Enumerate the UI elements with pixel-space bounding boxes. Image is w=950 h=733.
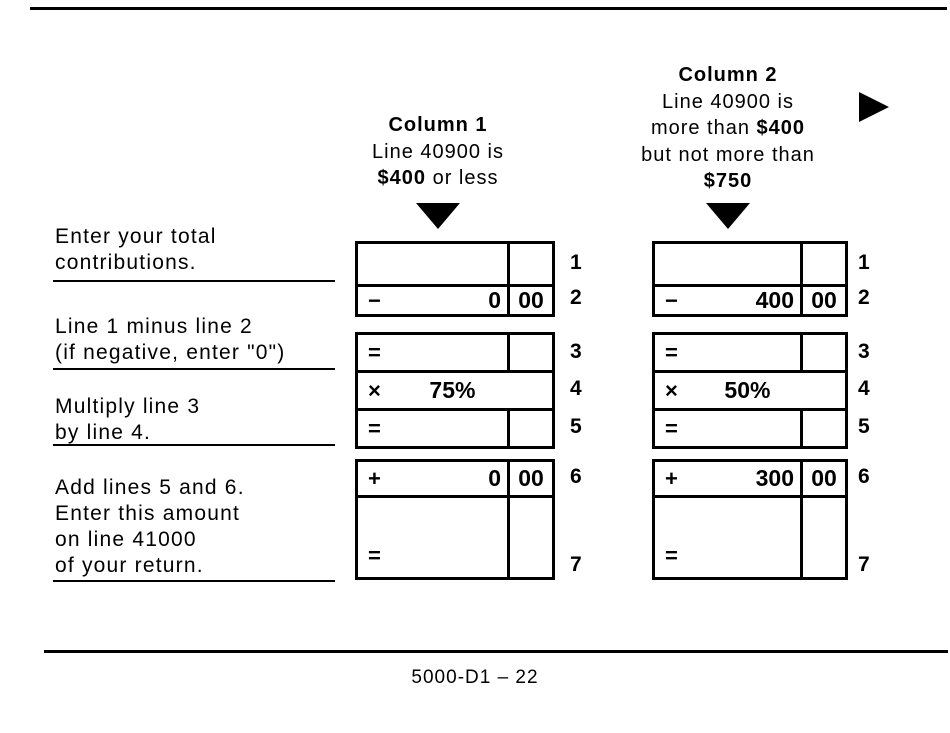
col2-line-number-6: 6 <box>858 465 870 488</box>
col2-row6-cents-field: 00 <box>800 462 845 495</box>
col1-line-number-1: 1 <box>570 251 582 274</box>
col2-row7-dollars-field: = <box>655 498 800 577</box>
col2-row2-cents-field: 00 <box>800 287 845 314</box>
col1-row5-cents-field <box>507 411 552 446</box>
equals-operator: = <box>665 415 678 441</box>
column2-condition-line2: more than $400 <box>650 117 806 139</box>
col1-row3-cents-field <box>507 335 552 370</box>
col1-box-rows-3-5: = ×75% = <box>355 332 555 449</box>
label-line1-minus-line2: Line 1 minus line 2 (if negative, enter … <box>55 315 286 364</box>
col2-row1 <box>655 244 845 284</box>
col1-row2-dollars-field: −0 <box>358 287 507 314</box>
label-multiply: Multiply line 3 by line 4. <box>55 395 201 444</box>
col2-row6-dollars-field: +300 <box>655 462 800 495</box>
equals-operator: = <box>368 543 381 568</box>
col2-line-number-5: 5 <box>858 415 870 438</box>
equals-operator: = <box>665 543 678 568</box>
label-divider-3 <box>53 444 335 446</box>
column1-condition-line2: $400 or less <box>377 167 499 189</box>
col1-row7-cents-field <box>507 498 552 577</box>
col2-box-rows-6-7: +300 00 = <box>652 459 848 580</box>
multiply-operator: × <box>368 377 381 403</box>
column2-header: Column 2 Line 40900 is more than $400 bu… <box>608 62 848 195</box>
col2-row3-dollars-field: = <box>655 335 800 370</box>
col1-row2: −0 00 <box>358 284 552 314</box>
col2-row2-dollars-field: −400 <box>655 287 800 314</box>
col2-line-number-1: 1 <box>858 251 870 274</box>
col2-row1-dollars-field <box>655 244 800 284</box>
col1-box-rows-6-7: +0 00 = <box>355 459 555 580</box>
plus-operator: + <box>368 465 381 491</box>
col1-row6-cents-field: 00 <box>507 462 552 495</box>
column2-title: Column 2 <box>678 64 778 86</box>
col1-row4: ×75% <box>358 370 552 408</box>
column1-down-arrow-icon <box>416 203 460 229</box>
minus-operator: − <box>665 287 678 313</box>
col1-row5-dollars-field: = <box>358 411 507 446</box>
equals-operator: = <box>368 415 381 441</box>
label-divider-1 <box>53 280 335 282</box>
col1-row6: +0 00 <box>358 462 552 495</box>
col1-line-number-5: 5 <box>570 415 582 438</box>
column2-condition-line4: $750 <box>703 170 753 192</box>
column1-condition-line1: Line 40900 is <box>372 140 504 163</box>
col2-row2: −400 00 <box>655 284 845 314</box>
col2-row6: +300 00 <box>655 462 845 495</box>
col1-row5: = <box>358 408 552 446</box>
col2-row5-dollars-field: = <box>655 411 800 446</box>
minus-operator: − <box>368 287 381 313</box>
col2-line-number-3: 3 <box>858 340 870 363</box>
col1-row7: = <box>358 495 552 577</box>
col2-row3: = <box>655 335 845 370</box>
col2-row5-cents-field <box>800 411 845 446</box>
col1-line-number-4: 4 <box>570 377 582 400</box>
col2-box-rows-1-2: −400 00 <box>652 241 848 317</box>
col2-box-rows-3-5: = ×50% = <box>652 332 848 449</box>
col2-line-number-4: 4 <box>858 377 870 400</box>
col1-box-rows-1-2: −0 00 <box>355 241 555 317</box>
col1-row3: = <box>358 335 552 370</box>
col2-row3-cents-field <box>800 335 845 370</box>
bottom-rule <box>44 650 948 653</box>
continue-right-arrow-icon <box>859 92 889 122</box>
label-enter-contributions: Enter your total contributions. <box>55 225 217 274</box>
col2-row4-rate-field: ×50% <box>655 373 845 408</box>
page-footer: 5000-D1 – 22 <box>411 667 539 688</box>
col2-line-number-2: 2 <box>858 286 870 309</box>
col1-row1-dollars-field <box>358 244 507 284</box>
col1-row3-dollars-field: = <box>358 335 507 370</box>
equals-operator: = <box>665 339 678 365</box>
column2-condition-line1: Line 40900 is <box>662 90 794 113</box>
col2-row4: ×50% <box>655 370 845 408</box>
column1-title: Column 1 <box>388 114 488 136</box>
col2-row5: = <box>655 408 845 446</box>
top-rule <box>30 7 947 10</box>
col2-row7-cents-field <box>800 498 845 577</box>
column1-header: Column 1 Line 40900 is $400 or less <box>338 112 538 192</box>
col1-row1 <box>358 244 552 284</box>
col1-row2-cents-field: 00 <box>507 287 552 314</box>
equals-operator: = <box>368 339 381 365</box>
col1-row1-cents-field <box>507 244 552 284</box>
col1-line-number-7: 7 <box>570 553 582 576</box>
col2-line-number-7: 7 <box>858 553 870 576</box>
col2-row7: = <box>655 495 845 577</box>
col1-line-number-3: 3 <box>570 340 582 363</box>
col1-line-number-2: 2 <box>570 286 582 309</box>
col1-row4-rate-field: ×75% <box>358 373 552 408</box>
label-add-lines: Add lines 5 and 6. Enter this amount on … <box>55 476 245 577</box>
col1-row6-dollars-field: +0 <box>358 462 507 495</box>
label-divider-2 <box>53 368 335 370</box>
label-divider-4 <box>53 580 335 582</box>
col1-row7-dollars-field: = <box>358 498 507 577</box>
multiply-operator: × <box>665 377 678 403</box>
col2-row1-cents-field <box>800 244 845 284</box>
plus-operator: + <box>665 465 678 491</box>
col1-line-number-6: 6 <box>570 465 582 488</box>
column2-condition-line3: but not more than <box>641 143 815 166</box>
column2-down-arrow-icon <box>706 203 750 229</box>
